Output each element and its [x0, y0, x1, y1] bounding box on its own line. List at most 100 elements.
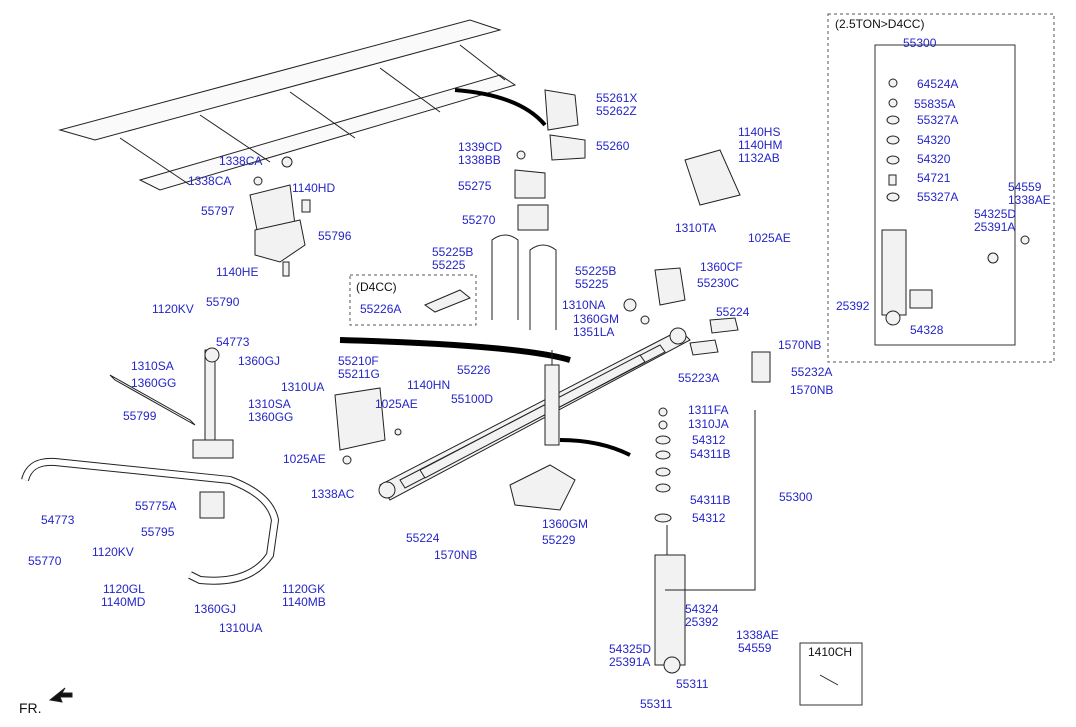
part-label[interactable]: 1025AE — [748, 231, 791, 245]
part-label[interactable]: 1140HM — [738, 138, 783, 152]
part-label[interactable]: 55327A — [917, 190, 959, 204]
part-label[interactable]: 55260 — [596, 139, 630, 153]
part-label[interactable]: 55229 — [542, 533, 576, 547]
part-label[interactable]: 54773 — [41, 513, 75, 527]
part-label[interactable]: 55226A — [360, 302, 402, 316]
part-label[interactable]: 55796 — [318, 229, 352, 243]
part-label[interactable]: 54311B — [690, 447, 731, 461]
part-label[interactable]: 1120GK — [282, 582, 326, 596]
part-label[interactable]: 1310SA — [131, 359, 174, 373]
part-label[interactable]: 1310SA — [248, 397, 291, 411]
part-label[interactable]: 1140MD — [101, 595, 146, 609]
part-label[interactable]: 55795 — [141, 525, 175, 539]
part-label[interactable]: 1140HE — [216, 265, 259, 279]
part-label[interactable]: 54320 — [917, 152, 951, 166]
part-label[interactable]: 1310TA — [675, 221, 717, 235]
part-label[interactable]: 54312 — [692, 511, 726, 525]
part-label[interactable]: 1338AE — [736, 628, 779, 642]
front-shock-bracket-line — [665, 410, 756, 591]
part-label[interactable]: 1140HS — [738, 125, 781, 139]
part-label[interactable]: 55797 — [201, 204, 235, 218]
part-label[interactable]: 1140MB — [282, 595, 326, 609]
part-label[interactable]: 1310JA — [688, 417, 729, 431]
part-label[interactable]: 1339CD — [458, 140, 503, 154]
part-label[interactable]: 1025AE — [375, 397, 418, 411]
part-label[interactable]: 55225 — [432, 258, 466, 272]
part-label[interactable]: 55224 — [406, 531, 440, 545]
part-label[interactable]: 55770 — [28, 554, 62, 568]
part-label[interactable]: 55775A — [135, 499, 177, 513]
part-label[interactable]: 55300 — [779, 490, 813, 504]
part-label[interactable]: 55835A — [914, 97, 956, 111]
part-label[interactable]: 55311 — [676, 677, 709, 691]
part-label[interactable]: 55225B — [575, 264, 617, 278]
part-label[interactable]: 1310UA — [219, 621, 263, 635]
part-label[interactable]: 1338BB — [458, 153, 501, 167]
part-label[interactable]: 25392 — [836, 299, 870, 313]
part-label[interactable]: 1338CA — [219, 154, 263, 168]
part-label[interactable]: 54325D — [609, 642, 652, 656]
part-label[interactable]: 55225 — [575, 277, 609, 291]
part-label[interactable]: 1360GJ — [194, 602, 237, 616]
part-label[interactable]: 1310UA — [281, 380, 325, 394]
part-label[interactable]: 1140HD — [292, 181, 336, 195]
part-label[interactable]: 55223A — [678, 371, 720, 385]
part-label[interactable]: 55100D — [451, 392, 494, 406]
part-label[interactable]: 55210F — [338, 354, 379, 368]
part-label[interactable]: 55261X — [596, 91, 638, 105]
part-label[interactable]: 55230C — [697, 276, 740, 290]
d4cc-box — [349, 274, 477, 326]
part-label[interactable]: 1120GL — [103, 582, 145, 596]
part-label[interactable]: 55270 — [462, 213, 496, 227]
part-label[interactable]: 1132AB — [738, 151, 780, 165]
part-label[interactable]: 1338CA — [188, 174, 232, 188]
part-label[interactable]: 1310NA — [562, 298, 606, 312]
part-label[interactable]: 55226 — [457, 363, 491, 377]
part-label[interactable]: 54324 — [685, 602, 719, 616]
part-label[interactable]: 1338AE — [1008, 193, 1051, 207]
part-label[interactable]: 55224 — [716, 305, 750, 319]
part-label[interactable]: 54320 — [917, 133, 951, 147]
part-label[interactable]: 1025AE — [283, 452, 326, 466]
part-label[interactable]: 1570NB — [778, 338, 822, 352]
part-label[interactable]: 1570NB — [434, 548, 478, 562]
part-label[interactable]: 54325D — [974, 207, 1017, 221]
part-label[interactable]: 55799 — [123, 409, 157, 423]
part-label[interactable]: 55211G — [338, 367, 380, 381]
stabilizer-link — [109, 347, 234, 459]
part-label[interactable]: 1338AC — [311, 487, 355, 501]
shock-group-title: (2.5TON>D4CC) — [835, 17, 925, 31]
part-label[interactable]: 1360GG — [131, 376, 177, 390]
frame-rails — [58, 19, 517, 191]
part-label[interactable]: 25392 — [685, 615, 719, 629]
part-label[interactable]: 1360GG — [248, 410, 294, 424]
part-label[interactable]: 1360CF — [700, 260, 743, 274]
part-label[interactable]: 25391A — [609, 655, 651, 669]
part-label[interactable]: 1140HN — [407, 378, 451, 392]
part-label[interactable]: 55225B — [432, 245, 474, 259]
part-label[interactable]: 55262Z — [596, 104, 637, 118]
part-label[interactable]: 1351LA — [573, 325, 615, 339]
part-label[interactable]: 1120KV — [152, 302, 194, 316]
part-label[interactable]: 55327A — [917, 113, 959, 127]
part-label[interactable]: 1360GM — [573, 312, 620, 326]
part-label[interactable]: 1570NB — [790, 383, 834, 397]
part-label[interactable]: 54559 — [1008, 180, 1042, 194]
part-label[interactable]: 54311B — [690, 493, 731, 507]
part-label[interactable]: 1360GM — [542, 517, 589, 531]
part-label[interactable]: 25391A — [974, 220, 1016, 234]
part-label[interactable]: 64524A — [917, 77, 959, 91]
part-label[interactable]: 55311 — [640, 697, 673, 711]
part-label[interactable]: 55300 — [903, 36, 937, 50]
part-label[interactable]: 55275 — [458, 179, 492, 193]
part-label[interactable]: 1311FA — [688, 403, 729, 417]
part-label[interactable]: 55790 — [206, 295, 240, 309]
part-label[interactable]: 54328 — [910, 323, 944, 337]
part-label[interactable]: 54312 — [692, 433, 726, 447]
part-label[interactable]: 55232A — [791, 365, 833, 379]
part-label[interactable]: 54559 — [738, 641, 772, 655]
part-label[interactable]: 1360GJ — [238, 354, 281, 368]
part-label[interactable]: 1120KV — [92, 545, 134, 559]
part-label[interactable]: 54721 — [917, 171, 951, 185]
part-label[interactable]: 54773 — [216, 335, 250, 349]
